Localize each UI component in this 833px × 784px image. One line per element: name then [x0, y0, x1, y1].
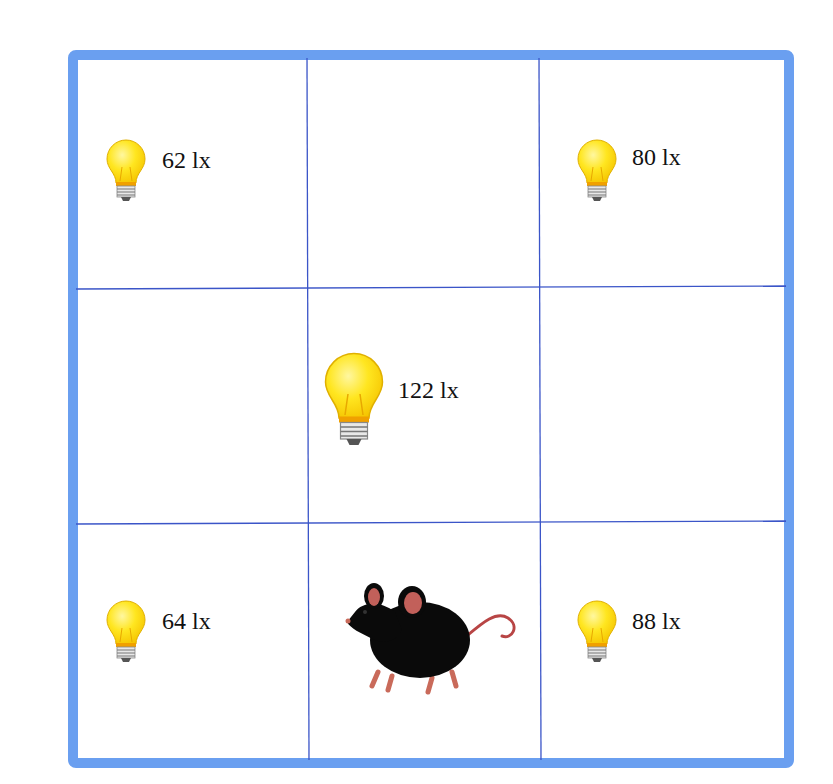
lux-label: 80 lx	[632, 144, 681, 170]
light-bulb	[326, 354, 383, 446]
arena-border	[73, 55, 789, 763]
light-bulb	[107, 140, 145, 201]
light-bulb	[578, 601, 616, 662]
light-bulb	[578, 140, 616, 201]
grid-line	[539, 58, 541, 760]
grid-line	[76, 521, 786, 524]
lux-label: 62 lx	[162, 147, 211, 173]
light-bulb	[107, 601, 145, 662]
grid-line	[76, 286, 786, 289]
grid-line	[307, 58, 309, 760]
lux-label: 64 lx	[162, 608, 211, 634]
lux-label: 88 lx	[632, 608, 681, 634]
lux-label: 122 lx	[398, 377, 459, 403]
mouse-figure	[346, 583, 515, 692]
